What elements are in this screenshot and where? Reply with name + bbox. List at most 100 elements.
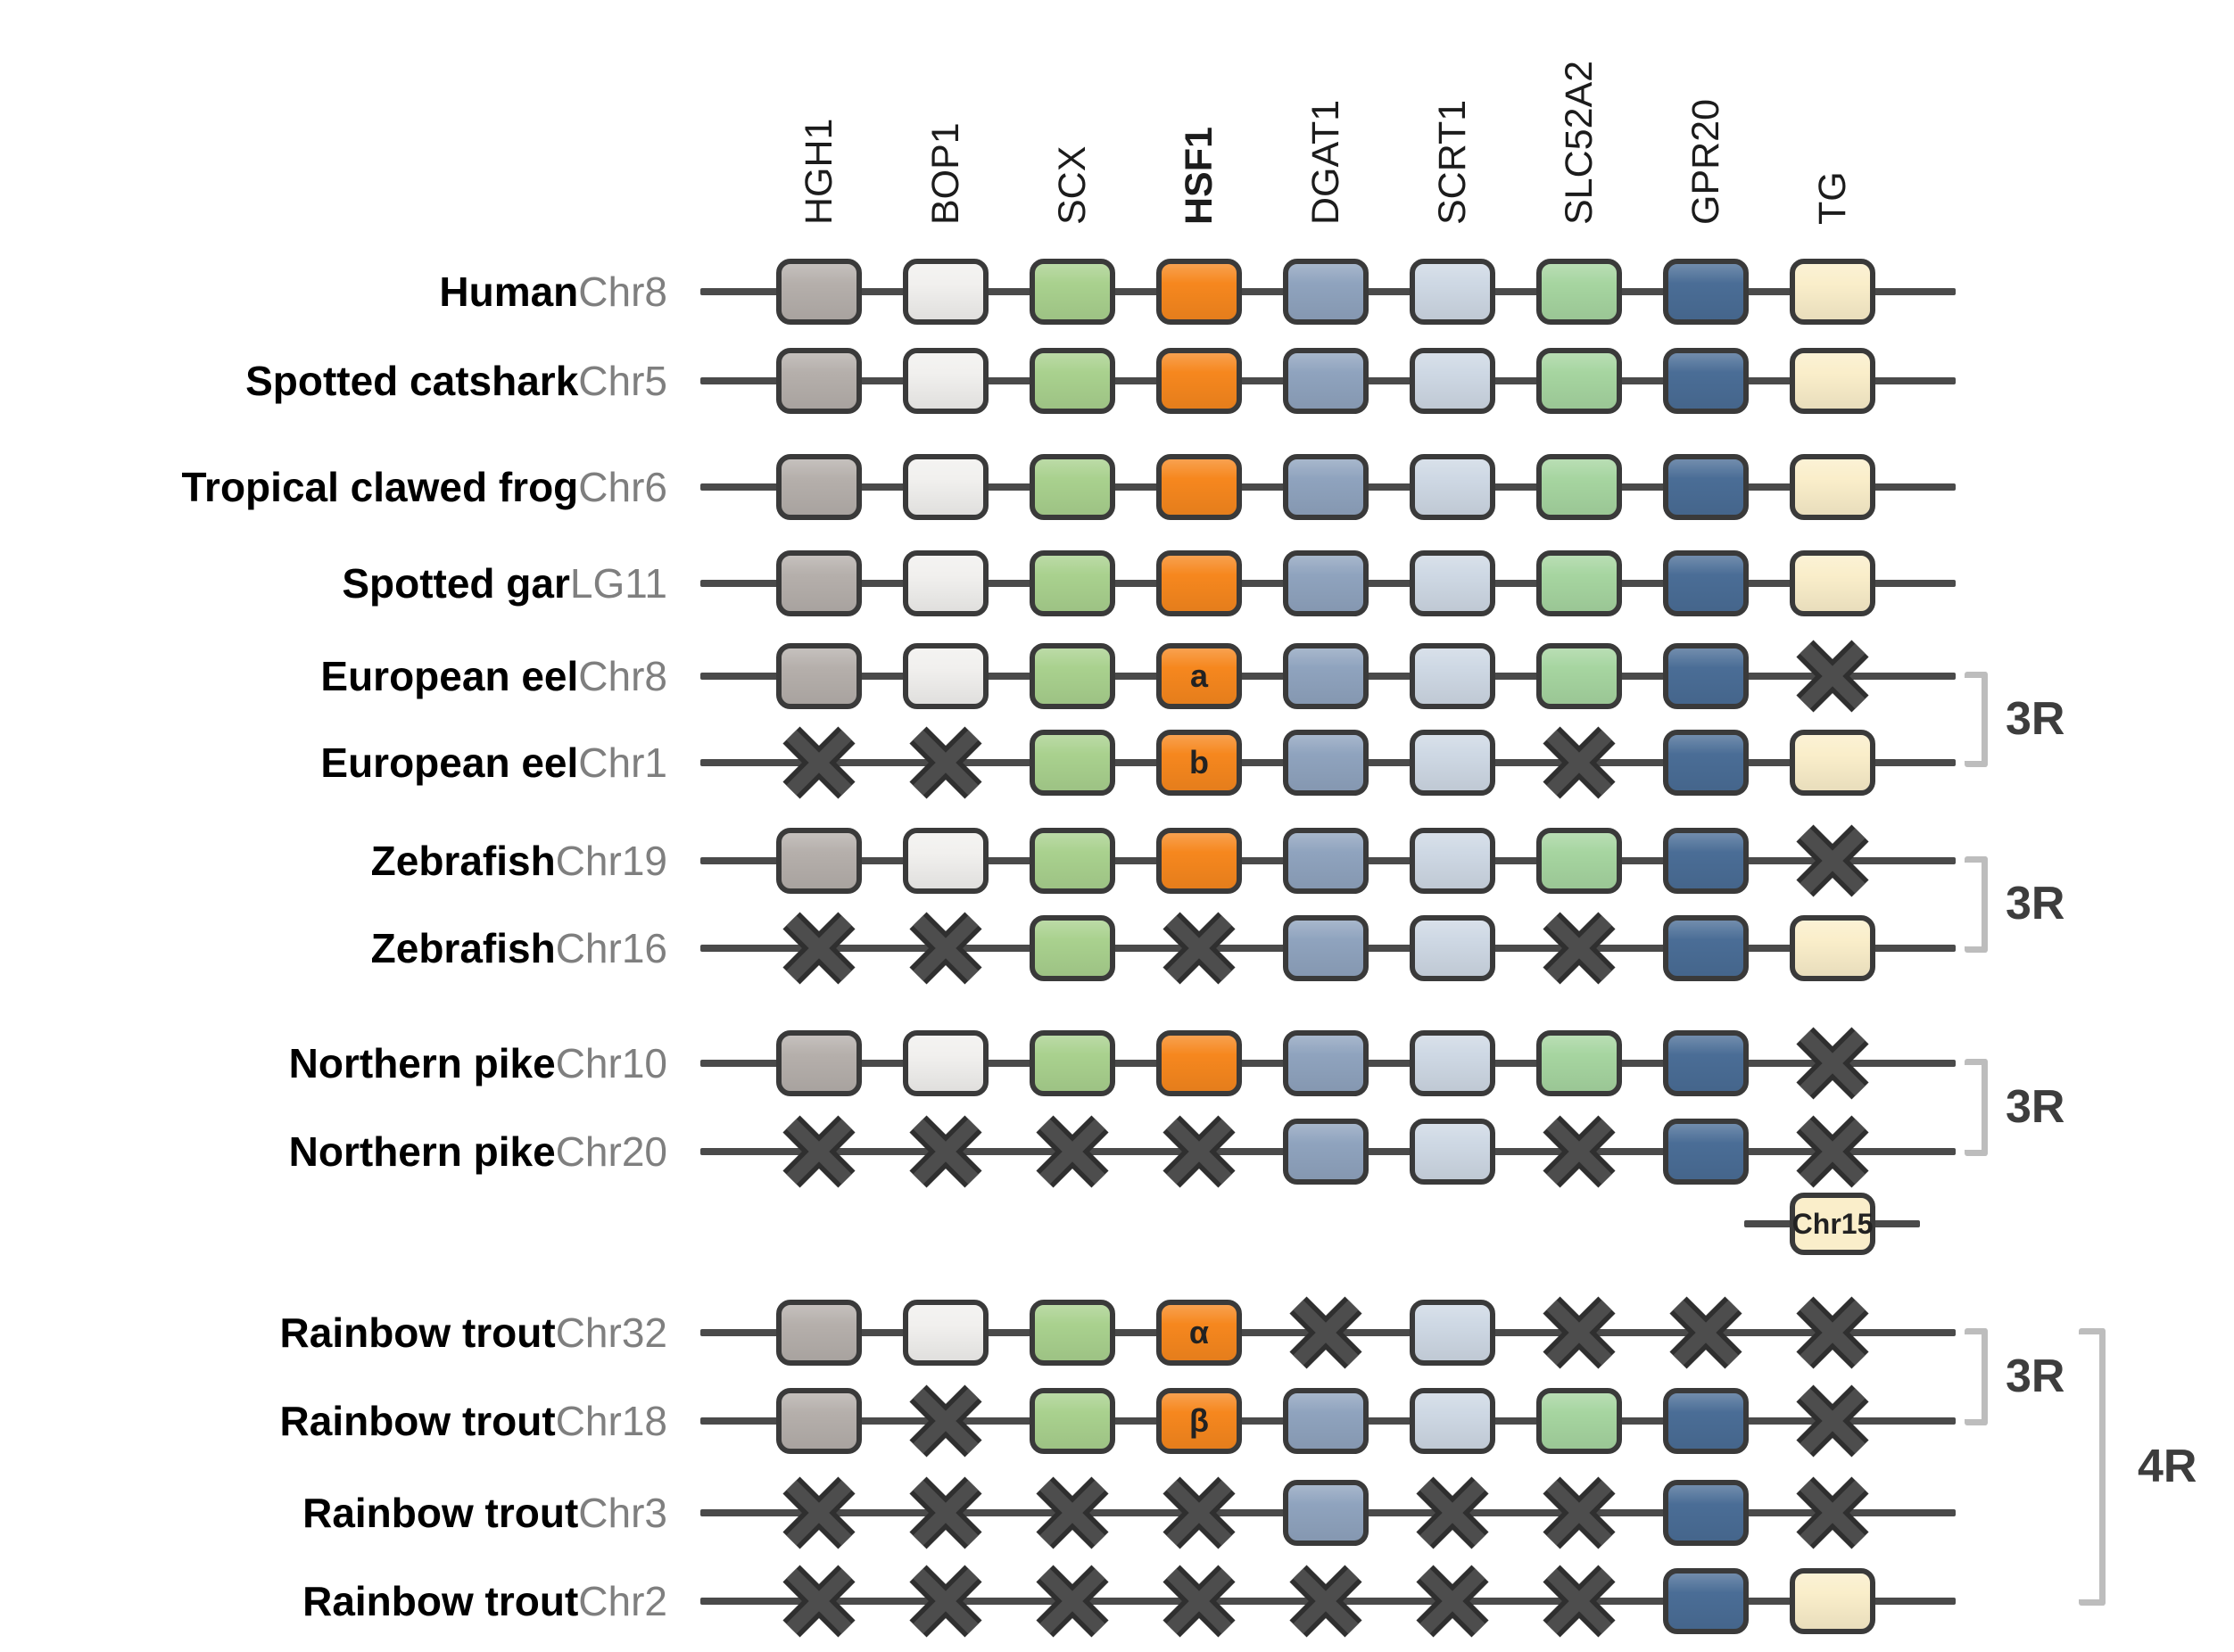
gene-box-scrt1 bbox=[1410, 730, 1495, 796]
chromosome-name: Chr3 bbox=[578, 1490, 667, 1536]
gene-box-tg bbox=[1790, 915, 1875, 981]
row-label: ZebrafishChr19 bbox=[0, 834, 667, 888]
gene-lost-x-icon bbox=[780, 723, 858, 802]
wgd-label-4r: 4R bbox=[2138, 1440, 2197, 1492]
species-name: Human bbox=[439, 268, 579, 315]
row-label: Spotted catsharkChr5 bbox=[0, 354, 667, 408]
gene-box-dgat1 bbox=[1283, 550, 1369, 616]
chromosome-name: Chr19 bbox=[555, 838, 667, 884]
gene-box-bop1 bbox=[903, 643, 989, 709]
gene-box-bop1 bbox=[903, 348, 989, 414]
gene-lost-x-icon bbox=[906, 1562, 985, 1640]
gene-box-hsf1 bbox=[1156, 454, 1242, 520]
wgd-bracket-3r bbox=[1965, 1328, 1988, 1425]
row-label: Northern pikeChr10 bbox=[0, 1037, 667, 1090]
gene-box-scrt1 bbox=[1410, 348, 1495, 414]
gene-box-bop1 bbox=[903, 828, 989, 894]
gene-box-gpr20 bbox=[1663, 828, 1749, 894]
gene-box-hsf1 bbox=[1156, 550, 1242, 616]
gene-lost-x-icon bbox=[1540, 1474, 1618, 1552]
gene-box-dgat1 bbox=[1283, 730, 1369, 796]
gene-box-hgh1 bbox=[776, 828, 862, 894]
species-name: Rainbow trout bbox=[279, 1398, 556, 1444]
gene-box-slc52a2 bbox=[1536, 1030, 1622, 1096]
gene-box-scrt1 bbox=[1410, 915, 1495, 981]
gene-box-scx bbox=[1030, 643, 1115, 709]
species-name: Northern pike bbox=[288, 1040, 556, 1086]
gene-box-hgh1 bbox=[776, 1030, 862, 1096]
chromosome-name: Chr32 bbox=[555, 1309, 667, 1356]
gene-lost-x-icon bbox=[1667, 1293, 1745, 1372]
wgd-label-3r: 3R bbox=[2006, 1350, 2065, 1402]
gene-lost-x-icon bbox=[1540, 1562, 1618, 1640]
chromosome-name: Chr1 bbox=[578, 739, 667, 786]
gene-column-header-scrt1: SCRT1 bbox=[1431, 99, 1474, 225]
gene-lost-x-icon bbox=[1160, 909, 1238, 987]
wgd-bracket-4r bbox=[2079, 1328, 2106, 1606]
gene-box-dgat1 bbox=[1283, 1030, 1369, 1096]
gene-box-bop1 bbox=[903, 1030, 989, 1096]
chromosome-name: Chr10 bbox=[555, 1040, 667, 1086]
gene-lost-x-icon bbox=[780, 1474, 858, 1552]
species-name: Spotted gar bbox=[342, 560, 570, 607]
gene-box-hgh1 bbox=[776, 1388, 862, 1454]
species-name: Rainbow trout bbox=[302, 1490, 579, 1536]
gene-lost-x-icon bbox=[780, 1562, 858, 1640]
row-label: Rainbow troutChr18 bbox=[0, 1394, 667, 1448]
gene-box-scx bbox=[1030, 915, 1115, 981]
gene-box-gpr20 bbox=[1663, 348, 1749, 414]
gene-box-scx bbox=[1030, 828, 1115, 894]
row-label: European eelChr1 bbox=[0, 736, 667, 789]
wgd-bracket-3r bbox=[1965, 856, 1988, 953]
chr15-box: Chr15 bbox=[1790, 1193, 1875, 1255]
gene-box-tg bbox=[1790, 730, 1875, 796]
chromosome-name: LG11 bbox=[569, 560, 667, 607]
gene-lost-x-icon bbox=[906, 723, 985, 802]
gene-box-hgh1 bbox=[776, 259, 862, 325]
gene-box-scrt1 bbox=[1410, 1300, 1495, 1366]
gene-column-header-scx: SCX bbox=[1051, 145, 1094, 225]
gene-lost-x-icon bbox=[1033, 1112, 1112, 1191]
gene-box-hgh1 bbox=[776, 643, 862, 709]
gene-box-gpr20 bbox=[1663, 1119, 1749, 1185]
gene-box-dgat1 bbox=[1283, 348, 1369, 414]
gene-lost-x-icon bbox=[906, 1474, 985, 1552]
chromosome-name: Chr6 bbox=[578, 464, 667, 510]
gene-box-gpr20 bbox=[1663, 454, 1749, 520]
gene-box-gpr20 bbox=[1663, 915, 1749, 981]
gene-box-scx bbox=[1030, 454, 1115, 520]
gene-lost-x-icon bbox=[1793, 1112, 1872, 1191]
gene-lost-x-icon bbox=[1033, 1474, 1112, 1552]
row-label: Northern pikeChr20 bbox=[0, 1125, 667, 1178]
gene-box-gpr20 bbox=[1663, 1030, 1749, 1096]
gene-box-scrt1 bbox=[1410, 550, 1495, 616]
gene-box-gpr20 bbox=[1663, 730, 1749, 796]
row-label: Rainbow troutChr2 bbox=[0, 1574, 667, 1628]
gene-box-scx bbox=[1030, 550, 1115, 616]
gene-box-tg bbox=[1790, 550, 1875, 616]
paralog-letter: β bbox=[1189, 1402, 1209, 1439]
gene-box-gpr20 bbox=[1663, 550, 1749, 616]
gene-column-header-tg: TG bbox=[1811, 171, 1854, 225]
gene-box-hgh1 bbox=[776, 454, 862, 520]
gene-box-gpr20 bbox=[1663, 1568, 1749, 1634]
gene-box-bop1 bbox=[903, 259, 989, 325]
species-name: European eel bbox=[320, 653, 579, 699]
gene-box-scx bbox=[1030, 259, 1115, 325]
gene-box-dgat1 bbox=[1283, 1119, 1369, 1185]
gene-lost-x-icon bbox=[906, 909, 985, 987]
row-label: Rainbow troutChr32 bbox=[0, 1306, 667, 1359]
gene-box-tg bbox=[1790, 259, 1875, 325]
gene-box-scrt1 bbox=[1410, 1030, 1495, 1096]
chromosome-name: Chr2 bbox=[578, 1578, 667, 1624]
gene-box-slc52a2 bbox=[1536, 828, 1622, 894]
gene-box-dgat1 bbox=[1283, 454, 1369, 520]
gene-box-hsf1: a bbox=[1156, 643, 1242, 709]
gene-lost-x-icon bbox=[1413, 1562, 1492, 1640]
species-name: European eel bbox=[320, 739, 579, 786]
species-name: Rainbow trout bbox=[302, 1578, 579, 1624]
gene-box-scrt1 bbox=[1410, 643, 1495, 709]
species-name: Zebrafish bbox=[370, 925, 556, 971]
gene-column-header-hsf1: HSF1 bbox=[1178, 127, 1220, 225]
